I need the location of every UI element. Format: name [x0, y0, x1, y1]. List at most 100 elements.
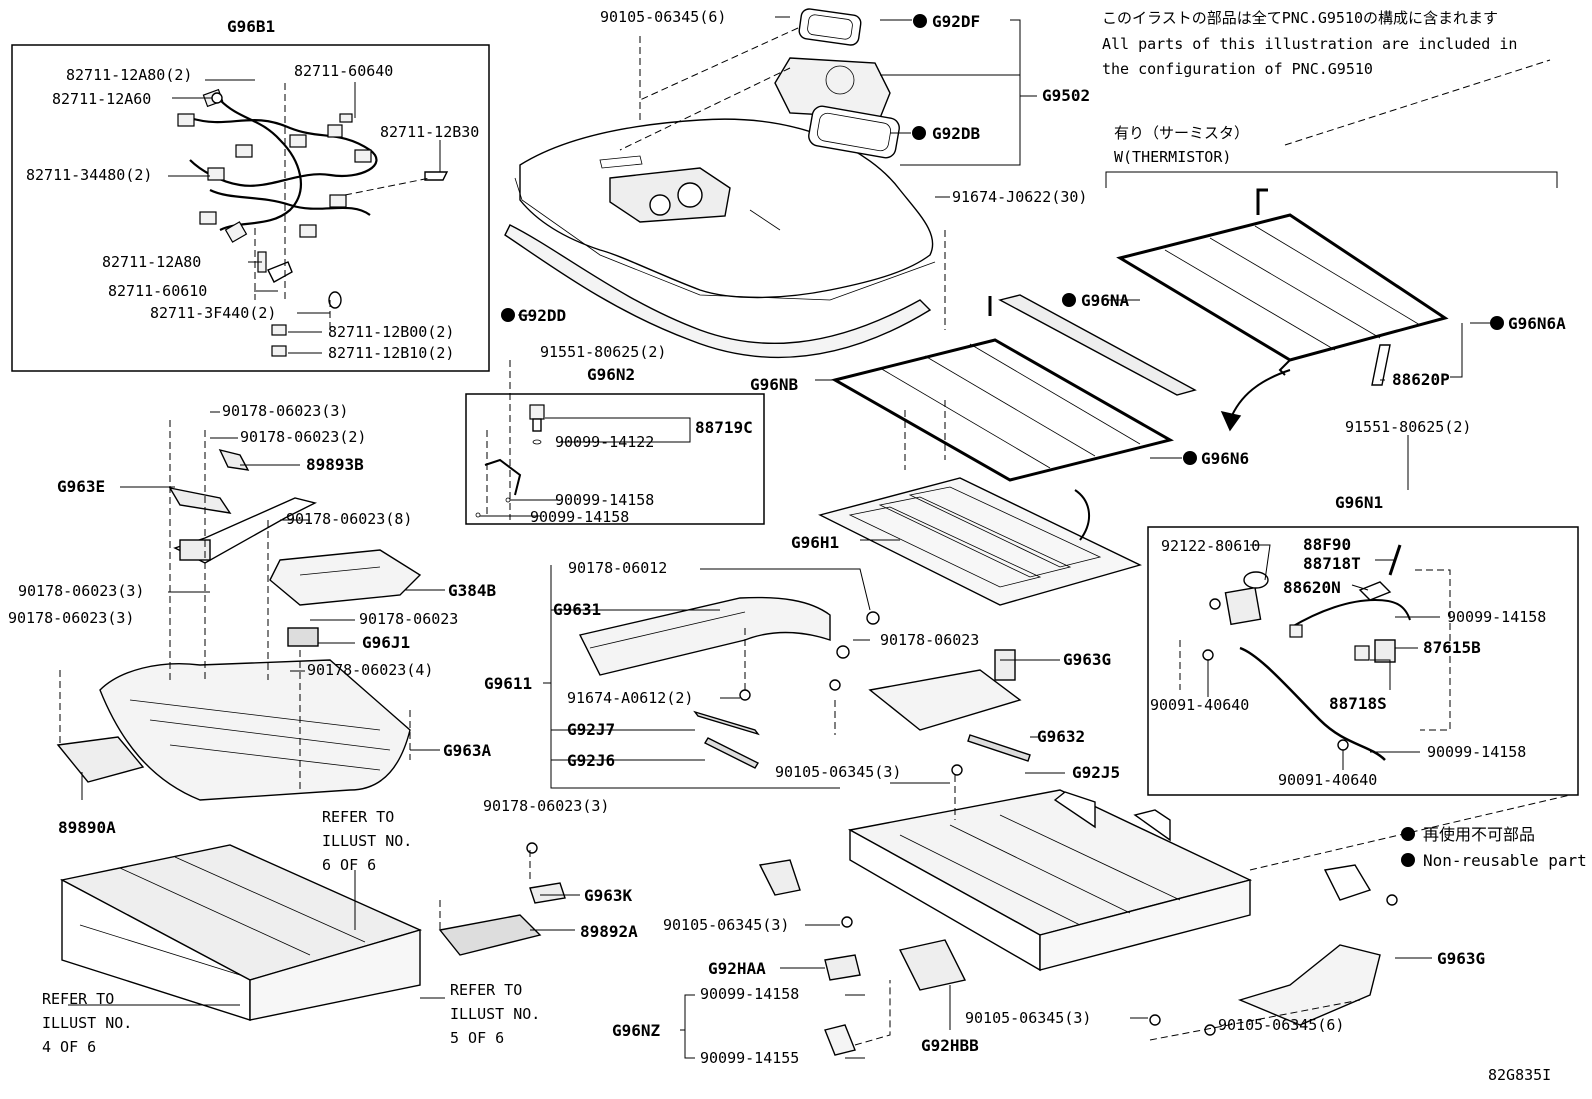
- label-g9502: G9502: [1042, 86, 1090, 105]
- label-82711-3f440-2: 82711-3F440(2): [150, 304, 276, 322]
- label-g96nb: G96NB: [750, 375, 799, 394]
- label-g96na: G96NA: [1081, 291, 1130, 310]
- refer-6-line2: ILLUST NO.: [322, 832, 412, 850]
- bracket-thermistor: [1105, 171, 1558, 188]
- label-88718t: 88718T: [1303, 554, 1361, 573]
- label-g963g-a: G963G: [1063, 650, 1111, 669]
- note-jp: このイラストの部品は全てPNC.G9510の構成に含まれます: [1102, 9, 1498, 27]
- label-g96h1: G96H1: [791, 533, 839, 552]
- label-g92j5: G92J5: [1072, 763, 1120, 782]
- top-cover-group: [504, 8, 946, 359]
- g9611-parts: [578, 596, 1031, 769]
- main-tray: [438, 764, 1571, 1056]
- label-g96b1: G96B1: [227, 17, 275, 36]
- label-g96n6: G96N6: [1201, 449, 1249, 468]
- refer-6-line3: 6 OF 6: [322, 856, 376, 874]
- label-g92haa: G92HAA: [708, 959, 766, 978]
- label-g9632: G9632: [1037, 727, 1085, 746]
- refer-4-line3: 4 OF 6: [42, 1038, 96, 1056]
- label-90105-06345-3-a: 90105-06345(3): [775, 763, 901, 781]
- label-88719c: 88719C: [695, 418, 753, 437]
- label-82711-34480-2: 82711-34480(2): [26, 166, 152, 184]
- refer-5-line2: ILLUST NO.: [450, 1005, 540, 1023]
- label-g92dd: G92DD: [518, 306, 566, 325]
- label-90178-06023-3-d: 90178-06023(3): [483, 797, 609, 815]
- label-g96j1: G96J1: [362, 633, 410, 652]
- label-g9611: G9611: [484, 674, 532, 693]
- label-89890a: 89890A: [58, 818, 116, 837]
- label-91551-80625-2-a: 91551-80625(2): [540, 343, 666, 361]
- label-90091-40640-b: 90091-40640: [1278, 771, 1377, 789]
- label-90105-06345-6-top: 90105-06345(6): [600, 8, 726, 26]
- label-g963g-b: G963G: [1437, 949, 1485, 968]
- label-90178-06023-2: 90178-06023(2): [240, 428, 366, 446]
- label-82711-12b10-2: 82711-12B10(2): [328, 344, 454, 362]
- label-90178-06012: 90178-06012: [568, 559, 667, 577]
- label-91674-a0612-2: 91674-A0612(2): [567, 689, 693, 707]
- diagram-code: 82G835I: [1488, 1066, 1551, 1084]
- label-90105-06345-3-c: 90105-06345(3): [965, 1009, 1091, 1027]
- label-90099-14122: 90099-14122: [555, 433, 654, 451]
- left-middle-parts: [56, 420, 422, 801]
- label-82711-12b00-2: 82711-12B00(2): [328, 323, 454, 341]
- battery-modules: [59, 844, 423, 1021]
- thermistor-frame-group: [818, 59, 1551, 606]
- label-90099-14155: 90099-14155: [700, 1049, 799, 1067]
- label-g92df: G92DF: [932, 12, 980, 31]
- label-90178-06023-b: 90178-06023: [880, 631, 979, 649]
- bracket-g9611: [550, 565, 840, 789]
- label-82711-12a80: 82711-12A80: [102, 253, 201, 271]
- label-92122-80610: 92122-80610: [1161, 537, 1260, 555]
- refer-6-line1: REFER TO: [322, 808, 394, 826]
- g96n2-parts: [475, 360, 545, 520]
- legend-en: Non-reusable part: [1423, 851, 1587, 870]
- label-g384b: G384B: [448, 581, 497, 600]
- label-g963k: G963K: [584, 886, 633, 905]
- label-82711-12b30: 82711-12B30: [380, 123, 479, 141]
- label-90178-06023-3-a: 90178-06023(3): [222, 402, 348, 420]
- wire-harness-group: [177, 83, 449, 357]
- refer-4-line2: ILLUST NO.: [42, 1014, 132, 1032]
- label-g963e: G963E: [57, 477, 105, 496]
- label-87615b: 87615B: [1423, 638, 1481, 657]
- label-90099-14158-a: 90099-14158: [555, 491, 654, 509]
- label-90099-14158-c: 90099-14158: [1447, 608, 1546, 626]
- label-90099-14158-e: 90099-14158: [700, 985, 799, 1003]
- label-90178-06023-3-c: 90178-06023(3): [8, 609, 134, 627]
- legend-jp: 再使用不可部品: [1423, 825, 1535, 844]
- g96n1-parts: [1179, 544, 1451, 761]
- label-g92db: G92DB: [932, 124, 981, 143]
- label-88718s: 88718S: [1329, 694, 1387, 713]
- label-g963a: G963A: [443, 741, 492, 760]
- box-g96n2: [465, 393, 765, 525]
- label-82711-12a60: 82711-12A60: [52, 90, 151, 108]
- label-90099-14158-b: 90099-14158: [530, 508, 629, 526]
- refer-4-line1: REFER TO: [42, 990, 114, 1008]
- label-90105-06345-3-b: 90105-06345(3): [663, 916, 789, 934]
- label-90105-06345-6-b: 90105-06345(6): [1218, 1016, 1344, 1034]
- label-g96n6a: G96N6A: [1508, 314, 1566, 333]
- label-91674-j0622-30: 91674-J0622(30): [952, 188, 1087, 206]
- label-91551-80625-2-b: 91551-80625(2): [1345, 418, 1471, 436]
- label-g96nz: G96NZ: [612, 1021, 661, 1040]
- label-89892a: 89892A: [580, 922, 638, 941]
- refer-5-line3: 5 OF 6: [450, 1029, 504, 1047]
- leader-lines: [68, 16, 1490, 1059]
- box-g96n1: [1147, 526, 1579, 796]
- label-90099-14158-d: 90099-14158: [1427, 743, 1526, 761]
- label-88620n: 88620N: [1283, 578, 1341, 597]
- label-88620p: 88620P: [1392, 370, 1450, 389]
- notes-text: このイラストの部品は全てPNC.G9510の構成に含まれます All parts…: [42, 9, 1587, 1084]
- box-g96b1: [11, 44, 490, 372]
- label-g96n1: G96N1: [1335, 493, 1383, 512]
- part-labels: G96B1 82711-12A80(2) 82711-60640 82711-1…: [8, 8, 1566, 1067]
- label-90178-06023-4: 90178-06023(4): [307, 661, 433, 679]
- label-89893b: 89893B: [306, 455, 364, 474]
- label-82711-60640: 82711-60640: [294, 62, 393, 80]
- note-thermistor-jp: 有り（サーミスタ）: [1114, 124, 1249, 142]
- label-82711-12a80-2: 82711-12A80(2): [66, 66, 192, 84]
- label-g9631: G9631: [553, 600, 601, 619]
- label-82711-60610: 82711-60610: [108, 282, 207, 300]
- label-g92j6: G92J6: [567, 751, 615, 770]
